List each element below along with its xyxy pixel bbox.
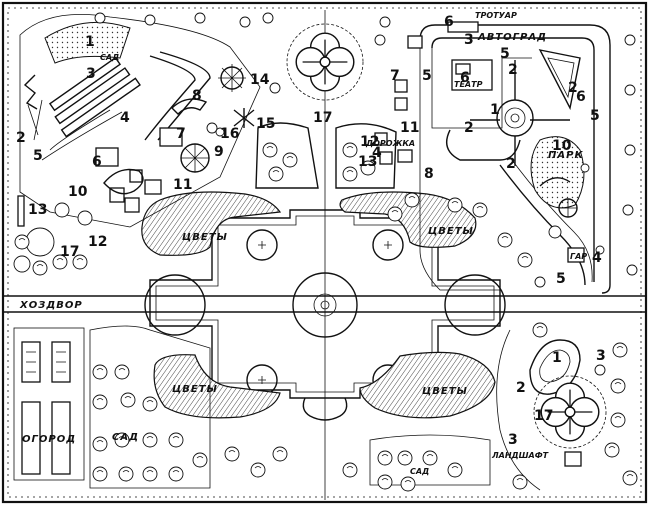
- park-area: [530, 136, 585, 209]
- flowers-label-se: ЦВЕТЫ: [422, 386, 468, 397]
- br-feature: [564, 451, 582, 467]
- label-tl-4: 4: [120, 110, 130, 126]
- label-trotuar: ТРОТУАР: [475, 11, 517, 20]
- bl-orchard-outline: [89, 325, 211, 489]
- label-tl-12: 12: [88, 234, 107, 250]
- label-tl-2: 2: [16, 130, 26, 146]
- label-tl-1: 1: [85, 34, 95, 50]
- label-tr-10: 10: [552, 138, 572, 154]
- label-tc-16: 16: [220, 126, 239, 142]
- label-br-3b: 3: [508, 432, 518, 448]
- star-feature-14: [218, 64, 246, 92]
- label-tl-10: 10: [68, 184, 88, 200]
- label-tl-3: 3: [86, 66, 96, 82]
- label-dorozhka: ДОРОЖКА: [365, 139, 415, 148]
- tl-structures: [23, 74, 210, 213]
- label-tr-2d: 2: [506, 156, 516, 172]
- label-br-2: 2: [516, 380, 526, 396]
- label-avtograd: АВТОГРАД: [477, 32, 547, 43]
- label-tr-4b: 4: [592, 250, 602, 266]
- label-tr-3: 3: [464, 32, 474, 48]
- label-park: ПАРК: [548, 150, 584, 161]
- flower-bed-nw: [141, 191, 282, 256]
- label-tr-5a: 5: [500, 46, 510, 62]
- fence-inner: [7, 7, 642, 498]
- autograd-roads: [419, 24, 611, 294]
- label-br-3a: 3: [596, 348, 606, 364]
- label-tc-17: 17: [313, 110, 332, 126]
- label-tr-12: 12: [360, 134, 379, 150]
- tl-gate: [17, 195, 25, 227]
- label-tr-5b: 5: [422, 68, 432, 84]
- label-br-17: 17: [534, 408, 553, 424]
- label-tc-15: 15: [256, 116, 275, 132]
- bed-center-right: [335, 123, 397, 189]
- flowers-label-nw: ЦВЕТЫ: [182, 232, 228, 243]
- label-tr-7: 7: [390, 68, 400, 84]
- label-tl-8: 8: [192, 88, 202, 104]
- br-path: [496, 329, 541, 491]
- label-tr-6: 6: [460, 70, 470, 86]
- label-tr-6top: 6: [444, 14, 454, 30]
- label-tl-6: 6: [92, 154, 102, 170]
- label-tr-2a: 2: [508, 62, 518, 78]
- bed-center-left: [255, 122, 319, 189]
- bc-bed: [369, 434, 491, 486]
- label-hozdvor: ХОЗДВОР: [19, 300, 83, 311]
- label-tl-7: 7: [176, 126, 186, 142]
- label-tr-11: 11: [400, 120, 419, 136]
- label-tl-13: 13: [28, 202, 47, 218]
- pond-inner: [539, 349, 571, 383]
- label-tr-2b: 2: [568, 80, 578, 96]
- label-ogorod: ОГОРОД: [22, 434, 76, 445]
- autograd-buildings: [374, 21, 585, 263]
- label-tr-4: 4: [372, 145, 382, 161]
- round-bush-a: [54, 202, 70, 218]
- main-drive: [3, 295, 646, 313]
- flower-bed-sw: [153, 354, 281, 419]
- round-bush-b: [77, 210, 93, 226]
- label-tr-8: 8: [424, 166, 434, 182]
- label-tl-11: 11: [173, 177, 192, 193]
- tc-trees: [94, 12, 391, 182]
- label-gar: ГАР: [570, 252, 587, 261]
- flower-bed-ne: [339, 191, 477, 248]
- label-tl-5: 5: [33, 148, 43, 164]
- flower-bed-se: [359, 351, 496, 419]
- flowers-label-sw: ЦВЕТЫ: [172, 384, 218, 395]
- label-tr-5d: 5: [556, 271, 566, 287]
- tl-trees: [13, 227, 88, 276]
- label-tr-1: 1: [490, 102, 500, 118]
- label-teatr: ТЕАТР: [454, 80, 483, 89]
- label-tl-17: 17: [60, 244, 79, 260]
- ogorod-beds: [13, 327, 85, 481]
- label-tc-14: 14: [250, 72, 270, 88]
- label-landshaft: ЛАНДШАФТ: [491, 451, 549, 460]
- flowers-label-ne: ЦВЕТЫ: [428, 226, 474, 237]
- label-tl-9: 9: [214, 144, 224, 160]
- label-sad-top: САД: [100, 53, 119, 62]
- shrub-16: [206, 122, 225, 137]
- center-top-tree: [295, 32, 355, 92]
- label-sad-bottom: САД: [112, 432, 139, 443]
- long-beds: [41, 51, 211, 161]
- hatched-mound: [44, 21, 131, 64]
- label-tr-5c: 5: [590, 108, 600, 124]
- cross-feature-15: [233, 108, 255, 128]
- park-features: [539, 163, 605, 255]
- label-br-1: 1: [552, 350, 562, 366]
- label-tr-6b: 6: [576, 89, 586, 105]
- label-tr-2c: 2: [464, 120, 474, 136]
- label-sad-bottom2: САД: [410, 467, 429, 476]
- label-tr-13: 13: [358, 154, 377, 170]
- pond: [529, 339, 581, 395]
